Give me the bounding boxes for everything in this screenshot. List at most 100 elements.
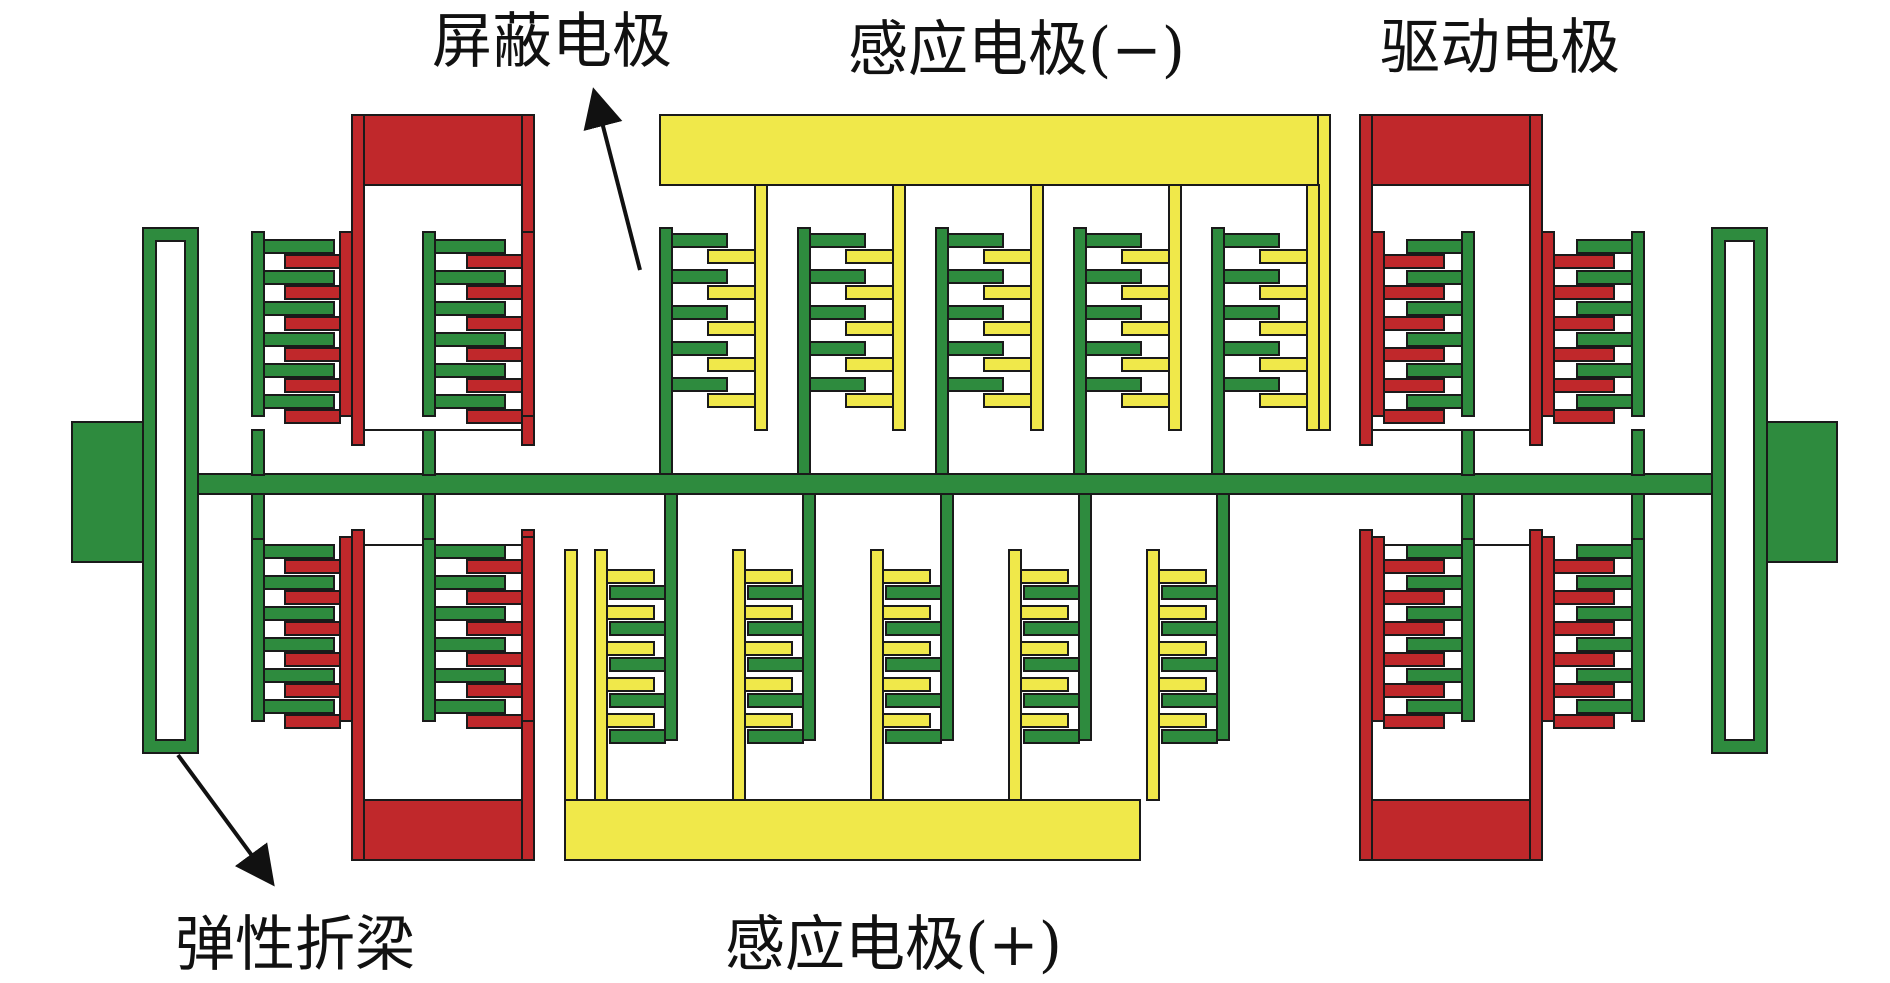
drive-top-right-comb-a-red-spine	[1371, 231, 1385, 417]
shield-bottom-left-comb-a-red-finger	[284, 621, 341, 636]
sense-neg-finger	[707, 357, 756, 372]
sense-pos-green-finger	[885, 621, 942, 636]
sense-pos-green-finger	[609, 657, 666, 672]
label-shield-electrode: 屏蔽电极	[432, 7, 672, 77]
shield-arrow	[583, 87, 642, 271]
sense-neg-green-finger	[671, 377, 728, 392]
sense-neg-green-finger	[947, 377, 1004, 392]
shield-bottom-left-comb-b-green-finger	[434, 637, 506, 652]
shield-top-left-comb-a-red-finger	[284, 254, 341, 269]
sense-pos-green-finger	[1161, 657, 1218, 672]
sense-pos-finger	[744, 569, 793, 584]
sense-neg-green-finger	[1085, 305, 1142, 320]
drive-bottom-right-comb-a-red-finger	[1383, 714, 1445, 729]
shield-bottom-left-comb-b-green-finger	[434, 575, 506, 590]
sense-pos-green-finger	[1023, 729, 1080, 744]
sense-pos-green-finger	[747, 657, 804, 672]
sense-pos-green-finger	[885, 693, 942, 708]
drive-top-right-comb-a-green-spine	[1461, 231, 1475, 417]
sense-pos-green-finger	[1023, 657, 1080, 672]
drive-bottom-right-comb-b-green-finger	[1576, 637, 1633, 652]
drive-bottom-right-comb-b-green-spine	[1631, 536, 1645, 722]
shield-bottom-left-comb-a-red-finger	[284, 714, 341, 729]
sense-pos-left-leg	[564, 549, 578, 801]
drive-top-right-comb-a-red-finger	[1383, 409, 1445, 424]
drive-top-right-comb-b-green-finger	[1576, 239, 1633, 254]
sense-pos-green-finger	[1023, 585, 1080, 600]
sense-pos-green-finger	[609, 729, 666, 744]
shield-bottom-left-comb-b-green-finger	[434, 544, 506, 559]
drive-top-right-comb-a-green-finger	[1406, 332, 1463, 347]
drive-top-right-comb-b-red-finger	[1553, 347, 1615, 362]
sense-pos-green-finger	[1023, 693, 1080, 708]
drive-bottom-right-comb-a-green-finger	[1406, 637, 1463, 652]
drive-top-right-comb-b-red-finger	[1553, 285, 1615, 300]
drive-bottom-right-comb-b-green-finger	[1576, 699, 1633, 714]
sense-neg-green-finger	[809, 377, 866, 392]
drive-top-right-comb-b-red-finger	[1553, 378, 1615, 393]
sense-neg-green-finger	[671, 341, 728, 356]
drive-bottom-right-comb-b-red-finger	[1553, 590, 1615, 605]
drive-top-right-comb-b-green-finger	[1576, 394, 1633, 409]
shield-bottom-left-comb-a-green-finger	[263, 668, 335, 683]
shield-top-left-comb-b-red-finger	[466, 378, 523, 393]
shield-top-left-comb-a-red-spine	[339, 231, 353, 417]
shield-top-left-comb-b-red-spine	[521, 231, 535, 417]
shield-top-left-comb-b-red-finger	[466, 254, 523, 269]
anchor-left	[71, 421, 148, 563]
sense-neg-green-finger	[671, 269, 728, 284]
shield-top-left-comb-b-green-finger	[434, 270, 506, 285]
sense-neg-finger	[1121, 285, 1170, 300]
sense-pos-finger	[1020, 677, 1069, 692]
sense-neg-finger	[983, 393, 1032, 408]
shield-top-left-comb-b-red-finger	[466, 347, 523, 362]
sense-pos-finger	[606, 677, 655, 692]
sense-neg-green-finger	[1223, 377, 1280, 392]
sense-pos-green-finger	[885, 585, 942, 600]
sense-pos-green-finger	[609, 693, 666, 708]
drive-bottom-right-comb-a-green-finger	[1406, 544, 1463, 559]
sense-neg-green-finger	[947, 269, 1004, 284]
sense-neg-spine	[1306, 184, 1320, 431]
shield-top-left-leg-a	[351, 114, 365, 446]
sense-pos-green-spine	[940, 493, 954, 741]
sense-neg-finger	[983, 357, 1032, 372]
sense-pos-green-finger	[747, 585, 804, 600]
shield-bottom-left-comb-a-green-finger	[263, 575, 335, 590]
shield-top-left-comb-a-green-finger	[263, 394, 335, 409]
sense-neg-finger	[1121, 321, 1170, 336]
drive-bottom-right-comb-a-green-spine	[1461, 536, 1475, 722]
shield-bottom-left-comb-b-red-finger	[466, 590, 523, 605]
sense-pos-finger	[1158, 713, 1207, 728]
drive-bottom-right-comb-a-green-finger	[1406, 575, 1463, 590]
drive-bottom-right-comb-a-red-finger	[1383, 683, 1445, 698]
shield-top-left-comb-a-red-finger	[284, 316, 341, 331]
drive-bottom-right-comb-a-red-finger	[1383, 652, 1445, 667]
sense-pos-finger	[606, 605, 655, 620]
drive-top-right-comb-b-green-finger	[1576, 332, 1633, 347]
drive-top-right-leg-a	[1359, 114, 1373, 446]
shield-top-left-comb-b-green-finger	[434, 301, 506, 316]
drive-top-right-comb-a-red-finger	[1383, 254, 1445, 269]
sense-pos-finger	[1020, 641, 1069, 656]
drive-bottom-right-comb-b-green-finger	[1576, 544, 1633, 559]
sense-pos-finger	[1158, 569, 1207, 584]
sense-neg-green-spine	[935, 227, 949, 475]
sense-pos-green-finger	[747, 621, 804, 636]
sense-pos-green-spine	[802, 493, 816, 741]
shield-top-left-comb-a-green-finger	[263, 270, 335, 285]
shield-bottom-left-comb-b-red-finger	[466, 652, 523, 667]
sense-neg-green-finger	[671, 305, 728, 320]
sense-neg-green-spine	[1211, 227, 1225, 475]
drive-bottom-right-comb-b-green-finger	[1576, 668, 1633, 683]
shield-top-left-pad	[351, 114, 535, 186]
shield-top-left-comb-a-green-finger	[263, 239, 335, 254]
shield-top-left-comb-b-green-finger	[434, 332, 506, 347]
sense-pos-green-finger	[1161, 621, 1218, 636]
drive-bottom-right-comb-a-red-finger	[1383, 621, 1445, 636]
sense-pos-finger	[882, 713, 931, 728]
drive-top-right-comb-a-green-finger	[1406, 270, 1463, 285]
drive-top-right-comb-b-green-spine	[1631, 231, 1645, 417]
sense-neg-green-finger	[1085, 377, 1142, 392]
